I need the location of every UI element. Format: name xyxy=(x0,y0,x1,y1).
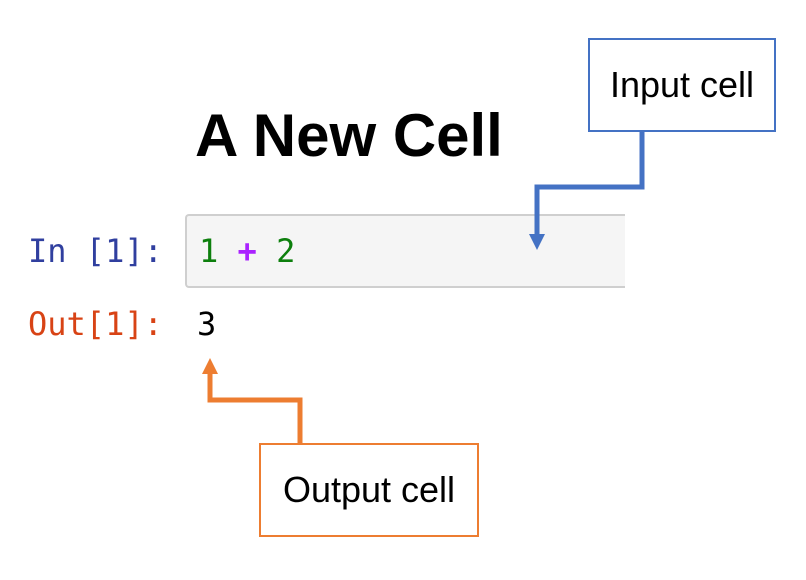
output-callout-arrow xyxy=(202,358,303,443)
input-cell[interactable]: 1 + 2 xyxy=(185,214,625,288)
code-operator-token: + xyxy=(237,232,257,270)
input-prompt: In [1]: xyxy=(28,232,163,270)
input-cell-callout: Input cell xyxy=(588,38,776,132)
input-cell-callout-label: Input cell xyxy=(609,64,755,105)
page-title: A New Cell xyxy=(195,102,503,169)
output-cell-callout: Output cell xyxy=(259,443,479,537)
code-line[interactable]: 1 + 2 xyxy=(199,231,295,271)
code-number-token: 2 xyxy=(276,232,296,270)
output-prompt: Out[1]: xyxy=(28,305,163,343)
code-number-token: 1 xyxy=(199,232,219,270)
output-cell: 3 xyxy=(197,305,217,343)
output-cell-callout-label: Output cell xyxy=(282,469,456,510)
